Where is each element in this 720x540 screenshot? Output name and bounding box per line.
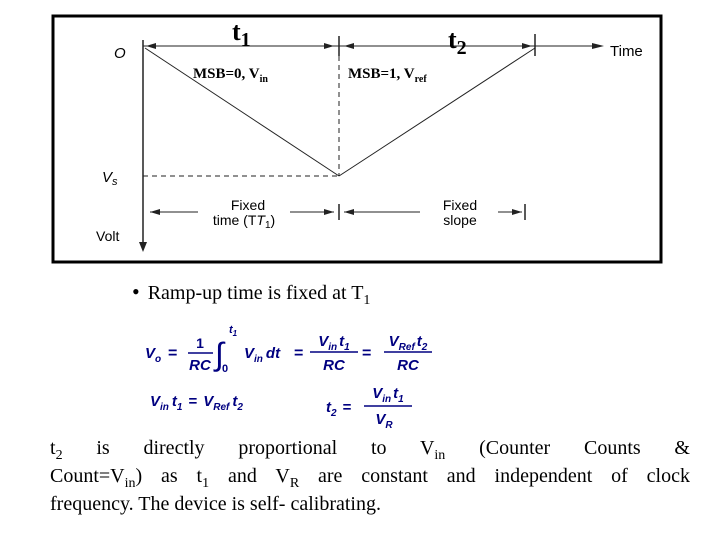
fixed-time-label-line1: Fixed	[231, 197, 265, 213]
fixed-time-arrow-left	[150, 209, 160, 215]
eq-t2-lhs: t2=	[326, 399, 352, 419]
eq-rc-1: RC	[189, 357, 212, 374]
paragraph-line-2: Count=Vin) as t1 and VR are constant and…	[50, 465, 690, 491]
t1-arrow-left	[146, 43, 156, 49]
integrating-adc-timing-diagram: t1 t2 O Time MSB=0, Vin MSB=1, Vref Vs F…	[51, 14, 663, 264]
ramp-down-line	[338, 47, 536, 177]
msb1-label: MSB=1, Vref	[348, 66, 427, 85]
fixed-slope-arrow-left	[344, 209, 354, 215]
fixed-time-label-line2: time (TT1)	[213, 212, 275, 231]
diagram-frame	[51, 14, 663, 264]
eq-equals-2: =	[294, 345, 303, 362]
eq-t2-den: VR	[375, 411, 393, 428]
t1-arrow-right	[324, 43, 334, 49]
eq-int-lower: 0	[222, 363, 228, 375]
paragraph-line-1: t2 is directly proportional to Vin (Coun…	[50, 437, 690, 463]
t2-arrow-right	[522, 43, 532, 49]
fixed-slope-label-line1: Fixed	[443, 197, 477, 213]
voltage-axis-arrow	[139, 242, 147, 252]
volt-axis-label: Volt	[96, 228, 119, 244]
bullet-text: Ramp-up time is fixed at T	[147, 282, 364, 304]
t2-label: t2	[448, 25, 467, 59]
fixed-slope-label-line2: slope	[443, 212, 477, 228]
bullet-sub: 1	[363, 293, 371, 308]
eq-equals-1: =	[168, 345, 177, 362]
bullet-dot: •	[132, 279, 140, 304]
t1-label: t1	[232, 17, 251, 51]
fixed-slope-arrow-right	[512, 209, 522, 215]
fixed-time-arrow-right	[324, 209, 334, 215]
eq-rc-3: RC	[397, 357, 420, 374]
eq-one: 1	[196, 335, 204, 351]
ramp-up-bullet: • Ramp-up time is fixed at T1	[132, 279, 371, 308]
t2-arrow-left	[344, 43, 354, 49]
ramp-up-line	[144, 47, 340, 177]
origin-label: O	[114, 45, 126, 62]
eq-vo: Vo	[145, 345, 161, 365]
eq-rc-2: RC	[323, 357, 346, 374]
paragraph-line-3: frequency. The device is self- calibrati…	[50, 493, 381, 515]
time-axis-label: Time	[610, 43, 643, 60]
msb0-label: MSB=0, Vin	[193, 66, 268, 85]
vs-label: Vs	[102, 169, 118, 188]
eq-integral: ∫	[213, 336, 226, 372]
eq-int-upper: t1	[229, 324, 238, 338]
eq-equals-3: =	[362, 345, 371, 362]
time-axis-arrow	[592, 43, 604, 49]
explanation-paragraph: t2 is directly proportional to Vin (Coun…	[50, 434, 690, 518]
